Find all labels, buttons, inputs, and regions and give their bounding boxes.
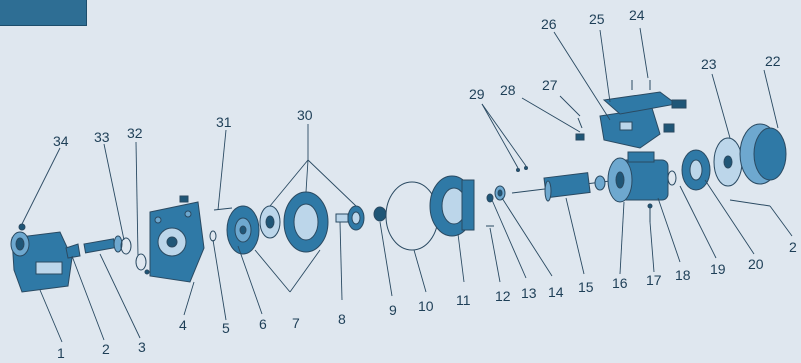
tie-rod xyxy=(729,199,771,207)
label-12: 12 xyxy=(495,288,511,304)
impeller xyxy=(226,205,260,255)
label-21: 2 xyxy=(789,239,797,255)
bearing-14 xyxy=(494,185,506,201)
label-16: 16 xyxy=(612,275,628,291)
terminal-cover xyxy=(602,91,678,115)
ground-screw xyxy=(647,203,653,222)
label-8: 8 xyxy=(338,311,346,327)
label-4: 4 xyxy=(179,317,187,333)
label-9: 9 xyxy=(389,302,397,318)
label-29: 29 xyxy=(469,86,485,102)
label-11: 11 xyxy=(456,292,471,308)
screw-27 xyxy=(577,117,583,129)
bearing-rear xyxy=(594,175,606,191)
cooling-fan xyxy=(713,137,743,187)
label-23: 23 xyxy=(701,56,717,72)
part-labels: 1 2 3 4 5 6 7 8 9 10 11 12 13 14 15 16 1… xyxy=(53,7,797,361)
label-28: 28 xyxy=(500,82,516,98)
pump-housing xyxy=(10,231,73,293)
label-3: 3 xyxy=(138,339,146,355)
terminal-block xyxy=(663,99,687,133)
rear-bracket xyxy=(681,149,711,191)
motor-bracket xyxy=(429,175,475,237)
screw-31 xyxy=(213,207,233,211)
rotor-shaft xyxy=(511,172,611,202)
casing-o-ring xyxy=(385,181,439,251)
label-33: 33 xyxy=(94,129,110,145)
label-13: 13 xyxy=(521,285,537,301)
washer-13 xyxy=(486,193,494,203)
ring-5 xyxy=(209,230,217,242)
label-1: 1 xyxy=(57,345,65,361)
label-7: 7 xyxy=(292,315,300,331)
label-24: 24 xyxy=(629,7,645,23)
label-25: 25 xyxy=(589,11,605,27)
label-6: 6 xyxy=(259,316,267,332)
label-10: 10 xyxy=(418,298,434,314)
header-tab xyxy=(0,0,87,26)
label-14: 14 xyxy=(548,284,564,300)
label-20: 20 xyxy=(748,256,764,272)
nozzle xyxy=(65,243,81,259)
motor-stator xyxy=(607,151,669,203)
pins-29 xyxy=(516,166,528,172)
label-27: 27 xyxy=(542,77,558,93)
o-ring-33 xyxy=(120,237,132,255)
label-30: 30 xyxy=(297,107,313,123)
o-ring-32 xyxy=(135,253,150,275)
plug-screw xyxy=(18,223,26,231)
wave-washer xyxy=(667,170,677,186)
fan-cover xyxy=(739,123,787,185)
diffuser-disc-2 xyxy=(283,191,329,253)
label-34: 34 xyxy=(53,133,69,149)
diffuser-disc-1 xyxy=(259,205,281,239)
label-26: 26 xyxy=(541,16,557,32)
label-22: 22 xyxy=(765,53,781,69)
label-2: 2 xyxy=(102,341,110,357)
label-15: 15 xyxy=(578,279,594,295)
mechanical-seal xyxy=(373,206,387,222)
terminal-box xyxy=(599,107,661,149)
label-32: 32 xyxy=(127,125,143,141)
leader-lines xyxy=(21,27,793,343)
pump-body xyxy=(149,195,205,283)
shaft-sleeve xyxy=(335,213,349,223)
cable-gland xyxy=(575,133,585,141)
label-31: 31 xyxy=(216,114,232,130)
label-19: 19 xyxy=(710,261,726,277)
label-5: 5 xyxy=(222,320,230,336)
label-17: 17 xyxy=(646,272,662,288)
label-18: 18 xyxy=(675,267,691,283)
cover-screw xyxy=(631,80,651,90)
diffuser-tube xyxy=(83,235,123,254)
diffuser-disc-3 xyxy=(347,205,365,231)
